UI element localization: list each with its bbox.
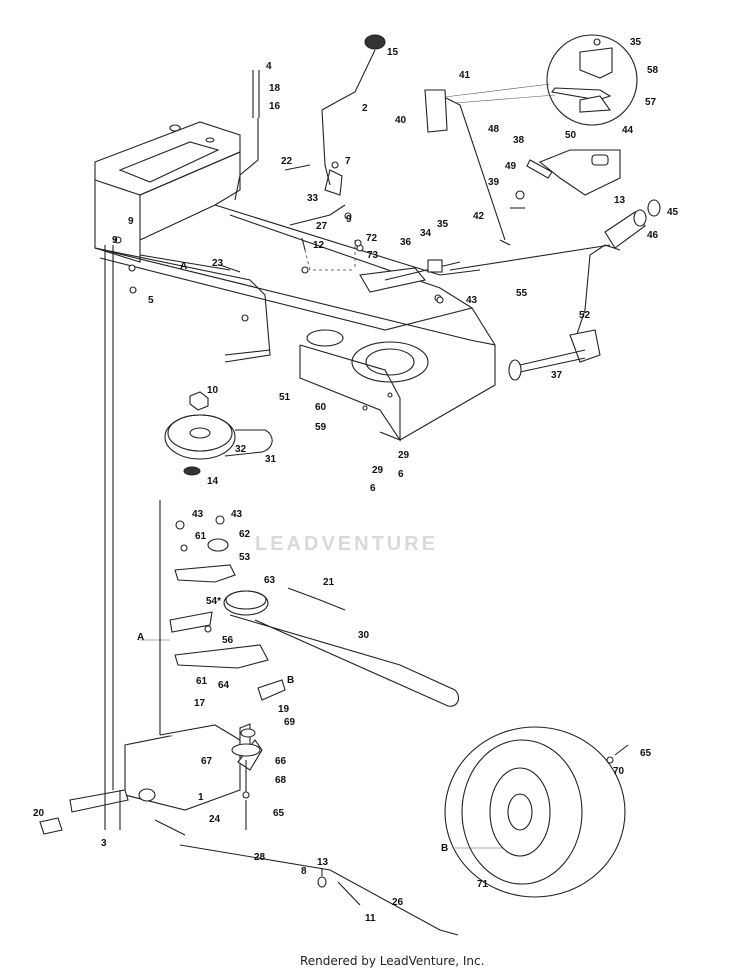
part-label-41: 41 <box>459 70 471 81</box>
part-label-29: 29 <box>398 450 410 461</box>
part-label-72: 72 <box>366 233 378 244</box>
part-label-43: 43 <box>192 509 204 520</box>
part-label-66: 66 <box>275 756 287 767</box>
part-label-23: 23 <box>212 258 224 269</box>
part-label-4: 4 <box>266 61 272 72</box>
part-label-12: 12 <box>313 240 325 251</box>
part-label-59: 59 <box>315 422 327 433</box>
footer-credit: Rendered by LeadVenture, Inc. <box>300 954 485 968</box>
part-label-56: 56 <box>222 635 234 646</box>
part-label-45: 45 <box>667 207 679 218</box>
part-label-42: 42 <box>473 211 485 222</box>
reference-label-b: B <box>287 675 295 686</box>
part-label-36: 36 <box>400 237 412 248</box>
part-label-35: 35 <box>630 37 642 48</box>
part-label-44: 44 <box>622 125 634 136</box>
part-label-22: 22 <box>281 156 293 167</box>
part-label-50: 50 <box>565 130 577 141</box>
part-label-38: 38 <box>513 135 525 146</box>
part-label-26: 26 <box>392 897 404 908</box>
part-label-70: 70 <box>613 766 625 777</box>
part-label-61: 61 <box>196 676 208 687</box>
part-label-49: 49 <box>505 161 517 172</box>
leader-lines <box>140 639 502 849</box>
part-label-51: 51 <box>279 392 291 403</box>
part-label-15: 15 <box>387 47 399 58</box>
part-label-54: 54* <box>206 596 222 607</box>
part-label-21: 21 <box>323 577 335 588</box>
frame-assembly <box>94 121 496 442</box>
part-label-30: 30 <box>358 630 370 641</box>
part-label-60: 60 <box>315 402 327 413</box>
part-label-3: 3 <box>101 838 107 849</box>
part-label-40: 40 <box>395 115 407 126</box>
part-label-33: 33 <box>307 193 319 204</box>
part-label-1: 1 <box>198 792 204 803</box>
part-label-29: 29 <box>372 465 384 476</box>
part-label-14: 14 <box>207 476 219 487</box>
idler-bracket-assembly <box>169 515 460 707</box>
part-label-24: 24 <box>209 814 221 825</box>
transmission-assembly <box>39 245 286 836</box>
part-label-7: 7 <box>345 156 351 167</box>
part-label-69: 69 <box>284 717 296 728</box>
part-label-27: 27 <box>316 221 328 232</box>
reference-label-a: A <box>137 632 145 643</box>
part-label-57: 57 <box>645 97 657 108</box>
reference-label-a: A <box>180 261 188 272</box>
inset-detail <box>444 34 638 126</box>
part-label-8: 8 <box>301 866 307 877</box>
part-label-62: 62 <box>239 529 251 540</box>
part-label-67: 67 <box>201 756 213 767</box>
lift-assembly <box>508 199 661 381</box>
part-label-31: 31 <box>265 454 277 465</box>
part-label-11: 11 <box>365 913 376 924</box>
part-label-20: 20 <box>33 808 45 819</box>
part-label-65: 65 <box>640 748 652 759</box>
part-label-10: 10 <box>207 385 219 396</box>
part-label-73: 73 <box>367 250 379 261</box>
shift-rod-assembly <box>179 844 459 936</box>
part-label-52: 52 <box>579 310 591 321</box>
part-label-37: 37 <box>551 370 563 381</box>
part-label-68: 68 <box>275 775 287 786</box>
pulley-upper <box>164 391 273 476</box>
part-label-53: 53 <box>239 552 251 563</box>
part-label-9: 9 <box>128 216 134 227</box>
part-label-34: 34 <box>420 228 432 239</box>
part-label-43: 43 <box>466 295 478 306</box>
part-label-32: 32 <box>235 444 247 455</box>
part-label-63: 63 <box>264 575 276 586</box>
part-label-71: 71 <box>477 879 489 890</box>
part-label-19: 19 <box>278 704 290 715</box>
rear-wheel <box>444 726 629 898</box>
part-label-16: 16 <box>269 101 281 112</box>
part-label-5: 5 <box>148 295 154 306</box>
part-label-48: 48 <box>488 124 500 135</box>
part-label-6: 6 <box>370 483 376 494</box>
part-label-2: 2 <box>362 103 368 114</box>
part-label-61: 61 <box>195 531 207 542</box>
reference-label-b: B <box>441 843 449 854</box>
part-label-65: 65 <box>273 808 285 819</box>
part-label-13: 13 <box>317 857 329 868</box>
part-label-18: 18 <box>269 83 281 94</box>
part-label-46: 46 <box>647 230 659 241</box>
part-label-28: 28 <box>254 852 266 863</box>
part-label-43: 43 <box>231 509 243 520</box>
part-label-64: 64 <box>218 680 230 691</box>
part-label-39: 39 <box>488 177 500 188</box>
part-label-58: 58 <box>647 65 659 76</box>
part-label-9: 9 <box>346 214 352 225</box>
part-label-55: 55 <box>516 288 528 299</box>
part-label-9: 9 <box>112 235 118 246</box>
watermark-text: LEADVENTURE <box>255 533 439 555</box>
part-label-6: 6 <box>398 469 404 480</box>
part-label-17: 17 <box>194 698 206 709</box>
part-label-35: 35 <box>437 219 449 230</box>
small-parts-upper <box>219 34 621 304</box>
part-label-13: 13 <box>614 195 626 206</box>
